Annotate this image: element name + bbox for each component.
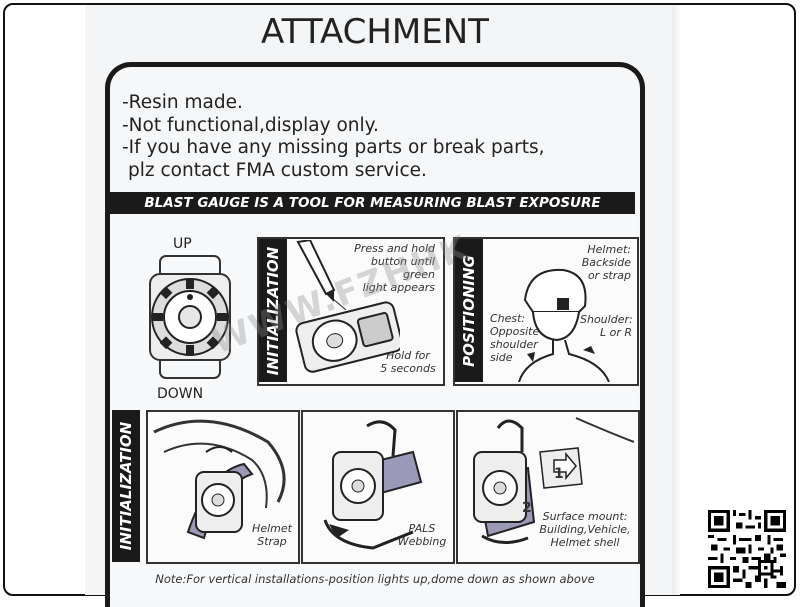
bottom-note: Note:For vertical installations-position… — [155, 572, 595, 586]
surface-mount-illustration — [473, 417, 634, 544]
initialization-label: INITIALIZATION — [259, 239, 287, 382]
note-line: -Resin made. — [122, 92, 243, 113]
helmet-placement-text: Helmet: Backside or strap — [581, 243, 631, 282]
helmet-strap-panel — [146, 410, 300, 564]
note-line: -If you have any missing parts or break … — [122, 137, 545, 158]
hold-seconds-text: Hold for 5 seconds — [380, 349, 436, 375]
pals-webbing-illustration — [323, 420, 423, 550]
surface-mount-text: Surface mount: Building,Vehicle, Helmet … — [539, 510, 631, 549]
note-line: plz contact FMA custom service. — [128, 159, 427, 181]
blast-gauge-illustration — [149, 255, 231, 379]
helmet-strap-illustration — [153, 419, 286, 540]
banner: BLAST GAUGE IS A TOOL FOR MEASURING BLAS… — [110, 192, 635, 214]
page-title: ATTACHMENT — [261, 12, 489, 52]
chest-placement-text: Chest: Opposite shoulder side — [490, 312, 540, 364]
positioning-label: POSITIONING — [455, 239, 483, 382]
pals-webbing-text: PALS Webbing — [397, 522, 447, 548]
step-1-number: 1 — [554, 466, 564, 482]
helmet-strap-text: Helmet Strap — [252, 522, 292, 548]
paper-edge — [672, 5, 680, 595]
gauge-down-label: DOWN — [157, 386, 204, 402]
stylus-press-illustration — [295, 240, 400, 373]
mount-initialization-label: INITIALIZATION — [112, 410, 140, 562]
note-line: -Not functional,display only. — [122, 114, 379, 136]
step-2-number: 2 — [522, 500, 532, 516]
gauge-up-label: UP — [173, 236, 192, 252]
press-hold-text: Press and hold button until green light … — [354, 242, 435, 294]
qr-code — [708, 510, 786, 588]
person-helmet-illustration — [518, 268, 610, 382]
shoulder-placement-text: Shoulder: L or R — [580, 313, 633, 339]
notes-block: -Resin made. -Not functional,display onl… — [122, 92, 627, 182]
